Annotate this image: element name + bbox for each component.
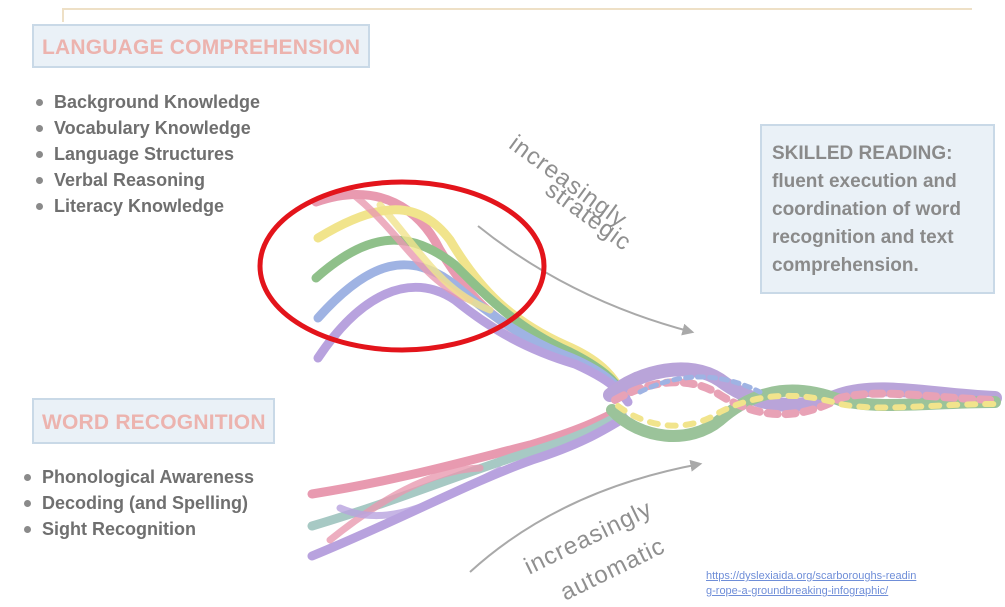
- source-link-continued[interactable]: g-rope-a-groundbreaking-infographic/: [706, 585, 888, 597]
- source-link[interactable]: https://dyslexiaida.org/scarboroughs-rea…: [706, 570, 916, 582]
- strand-pink: [312, 410, 620, 494]
- merged-rope: [610, 369, 995, 436]
